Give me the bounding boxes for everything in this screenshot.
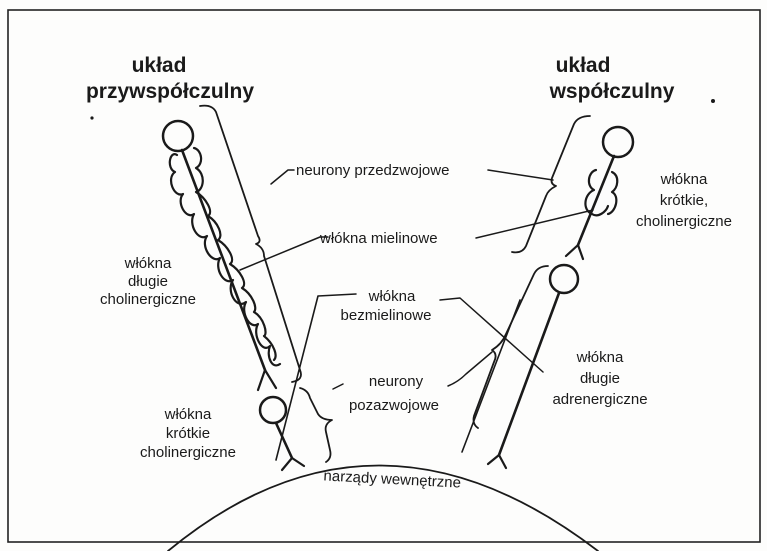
symp-post-axon — [499, 293, 559, 455]
leader-myelin-para — [240, 237, 328, 270]
label-para-long-line2: długie — [128, 273, 168, 290]
symp-myelin-sheath — [585, 170, 617, 215]
bracket-para-post — [300, 388, 332, 462]
symp-title-line2: współczulny — [549, 80, 675, 103]
label-organs: narządy wewnętrzne — [323, 467, 461, 491]
symp-title-line1: układ — [556, 54, 611, 77]
para-title-line1: układ — [132, 54, 187, 77]
bracket-symp-pre — [512, 116, 590, 252]
leader-post-left — [333, 384, 343, 389]
para-post-terminal — [282, 458, 304, 470]
symp-post-terminal — [488, 455, 506, 468]
sympathetic-postganglionic-neuron — [488, 265, 578, 468]
para-pre-axon — [182, 150, 265, 370]
leader-myelin-symp — [476, 210, 593, 238]
para-pre-soma — [163, 121, 193, 151]
symp-pre-soma — [603, 127, 633, 157]
para-post-soma — [260, 397, 286, 423]
label-para-long-line3: cholinergiczne — [100, 291, 196, 308]
label-para-short-line2: krótkie — [166, 425, 210, 442]
label-para-long-line1: włókna — [124, 255, 172, 272]
symp-fiber-outline — [462, 300, 520, 452]
bracket-para-pre — [200, 106, 301, 382]
leader-pre-para — [271, 170, 294, 184]
label-unmyelinated-line1: włókna — [368, 288, 416, 305]
label-myelinated: włókna mielinowe — [319, 230, 438, 247]
label-unmyelinated-line2: bezmielinowe — [341, 307, 432, 324]
label-postganglionic-line2: pozazwojowe — [349, 397, 439, 414]
leader-unmyelinated-symp — [440, 298, 543, 372]
label-symp-short-line2: krótkie, — [660, 192, 708, 209]
label-para-short-line1: włókna — [164, 406, 212, 423]
symp-pre-terminal — [566, 245, 583, 259]
label-para-short-line3: cholinergiczne — [140, 444, 236, 461]
leader-pre-symp — [488, 170, 553, 180]
bracket-symp-post — [474, 266, 549, 428]
leader-post-right — [448, 352, 492, 386]
label-symp-long-line2: długie — [580, 370, 620, 387]
para-pre-terminal — [258, 370, 276, 390]
scan-speck — [90, 116, 93, 119]
sympathetic-preganglionic-neuron — [566, 127, 633, 259]
parasympathetic-preganglionic-neuron — [163, 121, 280, 390]
para-title-line2: przywspółczulny — [86, 80, 254, 103]
label-symp-long-line3: adrenergiczne — [552, 391, 647, 408]
scan-speck — [711, 99, 715, 103]
label-postganglionic-line1: neurony — [369, 373, 424, 390]
label-symp-short-line1: włókna — [660, 171, 708, 188]
label-symp-long-line1: włókna — [576, 349, 624, 366]
symp-post-soma — [550, 265, 578, 293]
label-preganglionic: neurony przedzwojowe — [296, 162, 449, 179]
label-symp-short-line3: cholinergiczne — [636, 213, 732, 230]
